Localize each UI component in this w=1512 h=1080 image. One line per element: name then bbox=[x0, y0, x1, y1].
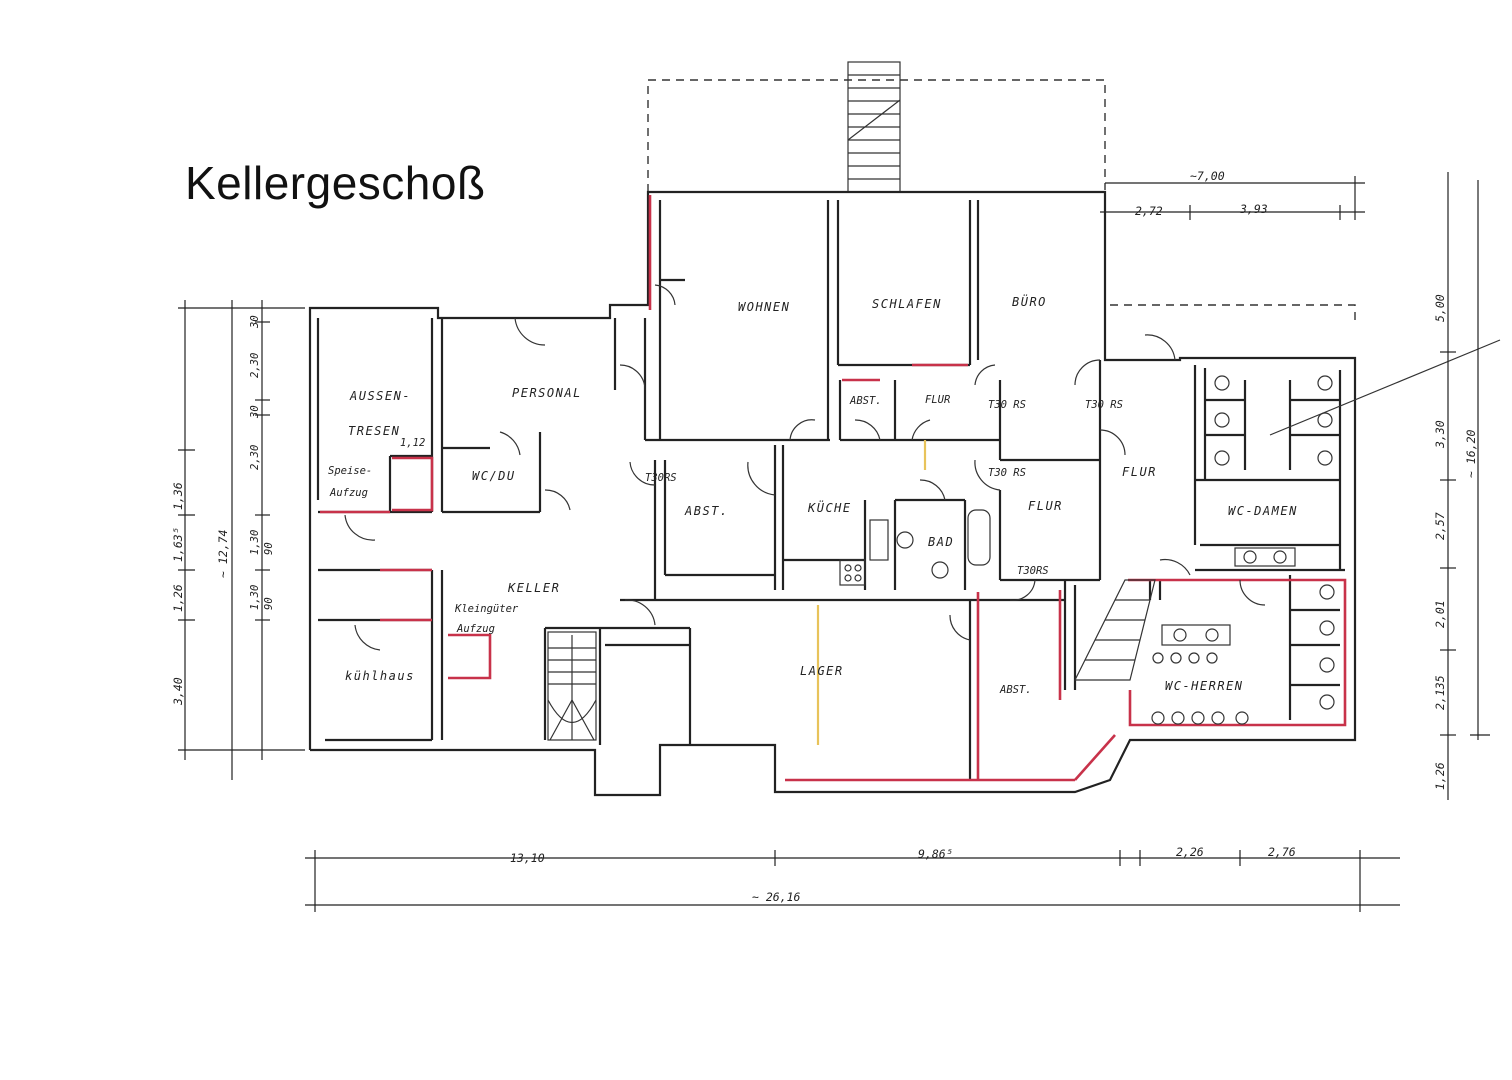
label-t30-e: T30RS bbox=[1017, 565, 1049, 577]
label-t30-c: T30 RS bbox=[1085, 399, 1123, 411]
dim-bottom-4: 2,76 bbox=[1268, 845, 1296, 859]
label-t30-b: T30 RS bbox=[988, 399, 1026, 411]
stair-top bbox=[847, 61, 901, 193]
door-swings bbox=[344, 284, 1266, 651]
dim-left-a3: 1,26 bbox=[171, 584, 185, 612]
terrace-outline bbox=[647, 79, 1356, 320]
dim-right-3: 2,57 bbox=[1433, 512, 1447, 540]
dim-left-b6: 90 bbox=[263, 542, 275, 555]
dimension-lines bbox=[178, 172, 1490, 912]
dim-right-1: 5,00 bbox=[1433, 294, 1447, 322]
leader-line bbox=[1269, 339, 1501, 436]
stair-spiral bbox=[547, 631, 597, 741]
dim-bottom-1: 13,10 bbox=[510, 851, 545, 865]
page-title: Kellergeschoß bbox=[185, 157, 486, 209]
label-lager: LAGER bbox=[800, 664, 844, 678]
label-kleingueter-2: Aufzug bbox=[456, 623, 495, 635]
dim-right-6: 1,26 bbox=[1433, 762, 1447, 790]
dim-bottom-3: 2,26 bbox=[1176, 845, 1204, 859]
label-wohnen: WOHNEN bbox=[738, 300, 790, 314]
dim-left-b7: 1,30 bbox=[249, 585, 261, 610]
label-wc-herren: WC-HERREN bbox=[1165, 679, 1244, 693]
dim-mini: 1,12 bbox=[400, 437, 425, 449]
label-personal: PERSONAL bbox=[512, 386, 582, 400]
label-abst-2: ABST. bbox=[684, 504, 729, 518]
dim-right-5: 2,135 bbox=[1433, 675, 1447, 710]
label-flur-1: FLUR bbox=[925, 394, 950, 406]
label-bad: BAD bbox=[928, 535, 954, 549]
label-keller: KELLER bbox=[507, 581, 560, 595]
dim-left-b8: 90 bbox=[263, 597, 275, 610]
dim-left-b2: 2,30 bbox=[249, 353, 261, 378]
dimension-labels: 13,10 9,86⁵ 2,26 2,76 ~ 26,16 ~7,00 2,72… bbox=[171, 169, 1478, 904]
room-labels: AUSSEN- TRESEN Speise- Aufzug PERSONAL W… bbox=[328, 293, 1298, 696]
label-flur-3: FLUR bbox=[1122, 465, 1157, 479]
dim-left-a4: 3,40 bbox=[171, 677, 185, 706]
dim-left-b3: 30 bbox=[249, 405, 261, 419]
label-kuehlhaus: kühlhaus bbox=[345, 669, 415, 683]
dim-bottom-2: 9,86⁵ bbox=[918, 847, 953, 861]
door-ratings: T30RS T30 RS T30 RS T30 RS T30RS bbox=[645, 399, 1123, 577]
label-wc-du: WC/DU bbox=[472, 469, 516, 483]
dim-top-total: ~7,00 bbox=[1190, 169, 1225, 183]
label-t30-a: T30RS bbox=[645, 472, 677, 484]
dim-right-2: 3,30 bbox=[1433, 420, 1447, 449]
label-wc-damen: WC-DAMEN bbox=[1228, 504, 1298, 518]
dim-left-a1: 1,36 bbox=[171, 482, 185, 510]
label-aussen-2: TRESEN bbox=[348, 424, 400, 438]
label-speise-1: Speise- bbox=[328, 465, 372, 477]
label-t30-d: T30 RS bbox=[988, 467, 1026, 479]
dim-top-1: 2,72 bbox=[1135, 204, 1163, 218]
outer-walls bbox=[308, 190, 1357, 797]
dim-left-b1: 30 bbox=[249, 315, 261, 329]
stair-right bbox=[1074, 579, 1156, 681]
dim-bottom-total: ~ 26,16 bbox=[752, 890, 801, 904]
interior-walls bbox=[316, 200, 1345, 780]
label-abst-1: ABST. bbox=[849, 395, 882, 407]
dim-left-b4: 2,30 bbox=[249, 445, 261, 470]
dim-left-b5: 1,30 bbox=[249, 530, 261, 555]
label-flur-2: FLUR bbox=[1028, 499, 1063, 513]
fire-rated-walls bbox=[320, 195, 1347, 782]
dim-right-4: 2,01 bbox=[1433, 600, 1447, 628]
label-schlafen: SCHLAFEN bbox=[872, 297, 942, 311]
label-kueche: KÜCHE bbox=[807, 499, 852, 515]
dim-top-2: 3,93 bbox=[1239, 202, 1268, 216]
dim-left-total: ~ 12,74 bbox=[216, 529, 230, 578]
label-aussen-1: AUSSEN- bbox=[349, 389, 411, 403]
label-speise-2: Aufzug bbox=[329, 487, 368, 499]
label-abst-3: ABST. bbox=[999, 684, 1032, 696]
label-buero: BÜRO bbox=[1012, 293, 1047, 309]
dim-right-total: ~ 16,20 bbox=[1464, 429, 1478, 478]
openings bbox=[816, 440, 927, 745]
sanitary-fixtures bbox=[839, 375, 1335, 725]
label-kleingueter-1: Kleingüter bbox=[454, 603, 519, 615]
dim-left-a2: 1,63⁵ bbox=[171, 527, 185, 562]
